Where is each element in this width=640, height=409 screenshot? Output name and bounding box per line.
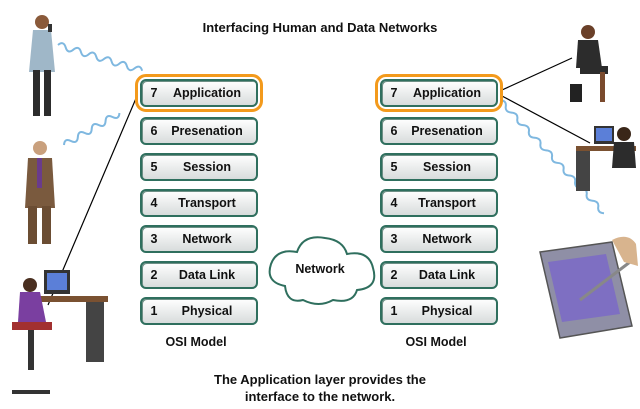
cloud-label: Network bbox=[295, 262, 345, 276]
right-model-label: OSI Model bbox=[405, 335, 467, 349]
left-layer-session[interactable]: 5 Session bbox=[140, 153, 258, 181]
left-layer-presentation[interactable]: 6 Presenation bbox=[140, 117, 258, 145]
wireless-link-3 bbox=[499, 99, 605, 215]
wireless-link-1 bbox=[57, 42, 144, 72]
diagram-title: Interfacing Human and Data Networks bbox=[202, 20, 438, 35]
caption-line-1: The Application layer provides the bbox=[214, 372, 426, 387]
right-layer-application[interactable]: 7 Application bbox=[375, 74, 503, 112]
left-layer-application[interactable]: 7 Application bbox=[135, 74, 263, 112]
woman-at-computer-icon bbox=[576, 126, 636, 191]
left-model-label: OSI Model bbox=[165, 335, 227, 349]
left-layer-network[interactable]: 3 Network bbox=[140, 225, 258, 253]
left-layer-data-link[interactable]: 2 Data Link bbox=[140, 261, 258, 289]
wired-link-right-2 bbox=[501, 95, 591, 144]
seated-woman-icon bbox=[570, 25, 608, 102]
right-layer-presentation[interactable]: 6 Presenation bbox=[380, 117, 498, 145]
left-layer-physical[interactable]: 1 Physical bbox=[140, 297, 258, 325]
woman-phone-icon bbox=[29, 15, 55, 116]
person-at-computer-icon bbox=[12, 270, 108, 394]
diagram-caption: The Application layer provides the inter… bbox=[0, 371, 640, 405]
pda-stylus-icon bbox=[539, 236, 638, 339]
wireless-link-2 bbox=[63, 112, 121, 146]
left-layer-transport[interactable]: 4 Transport bbox=[140, 189, 258, 217]
right-layer-transport[interactable]: 4 Transport bbox=[380, 189, 498, 217]
caption-line-2: interface to the network. bbox=[244, 389, 396, 404]
right-layer-data-link[interactable]: 2 Data Link bbox=[380, 261, 498, 289]
man-phone-icon bbox=[25, 141, 55, 244]
right-layer-physical[interactable]: 1 Physical bbox=[380, 297, 498, 325]
right-layer-session[interactable]: 5 Session bbox=[380, 153, 498, 181]
right-layer-network[interactable]: 3 Network bbox=[380, 225, 498, 253]
wired-link-right-1 bbox=[501, 57, 573, 91]
